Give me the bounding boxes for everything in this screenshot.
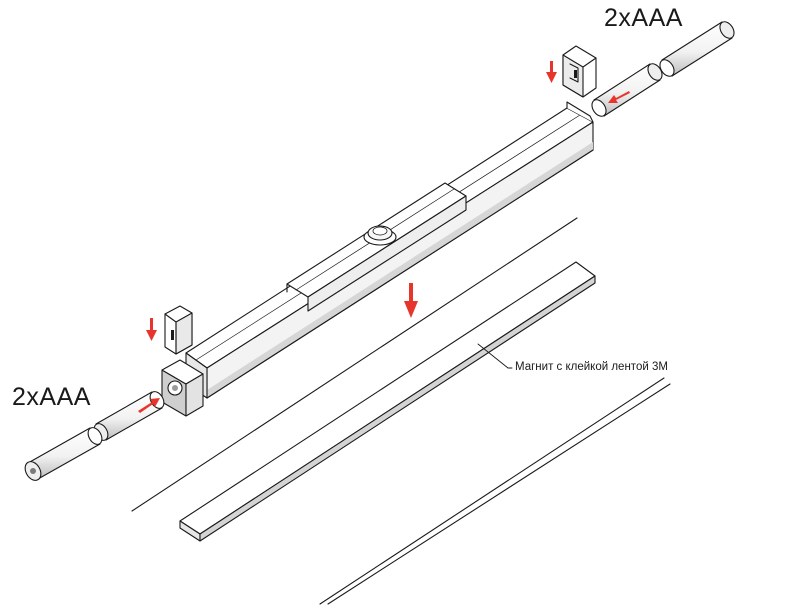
- arrow-down-left-cover: [146, 318, 157, 341]
- battery-left-outer: [22, 425, 105, 483]
- magnet-label: Магнит с клейкой лентой 3М: [515, 361, 668, 373]
- magnet-strip: [180, 262, 595, 541]
- battery-label-top: 2xAAA: [604, 4, 683, 33]
- battery-right-inner: [589, 61, 665, 119]
- battery-cover-right: [563, 46, 596, 97]
- arrow-down-right-cover: [546, 61, 557, 83]
- battery-label-left: 2xAAA: [12, 383, 91, 412]
- arrow-down-center: [404, 283, 418, 318]
- battery-cover-left: [165, 306, 192, 354]
- battery-left-inner: [91, 389, 166, 443]
